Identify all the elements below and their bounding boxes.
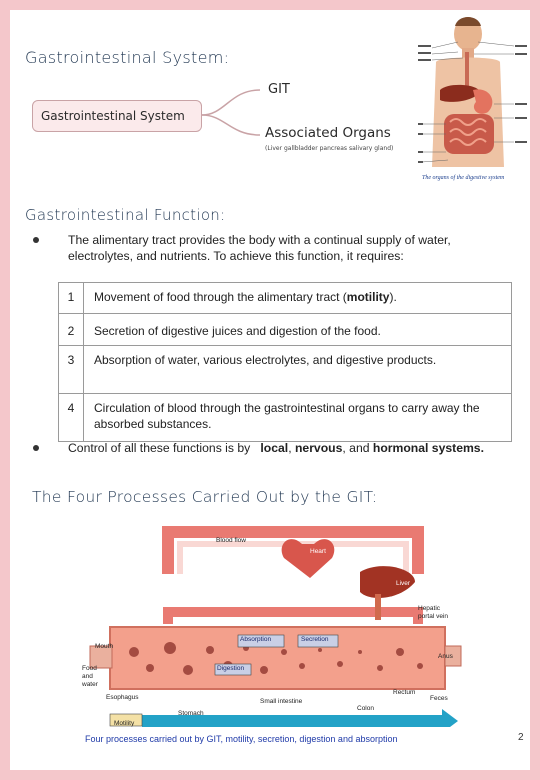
table-row: 3 Absorption of water, various electroly…	[58, 345, 512, 394]
mindmap-connectors	[201, 89, 261, 136]
label-digestion: Digestion	[217, 665, 245, 672]
heading-four-processes: The Four Processes Carried Out by the GI…	[32, 488, 378, 506]
row-number: 2	[58, 313, 84, 346]
diagram-caption: Four processes carried out by GIT, motil…	[85, 734, 398, 744]
label-feces: Feces	[430, 695, 448, 702]
label-heart: Heart	[310, 548, 326, 555]
function-table: 1 Movement of food through the alimentar…	[58, 282, 512, 442]
heading-gi-function: Gastrointestinal Function:	[25, 206, 226, 224]
bullet-dot-2	[33, 445, 39, 451]
page: Gastrointestinal System: Gastrointestina…	[10, 10, 530, 770]
figure-caption: The organs of the digestive system	[422, 175, 505, 181]
row-number: 1	[58, 282, 84, 314]
mindmap-branch-note: (Liver gallbladder pancreas salivary gla…	[265, 145, 394, 152]
label-esophagus: Esophagus	[106, 694, 139, 701]
bullet-dot-1	[33, 237, 39, 243]
table-row: 4 Circulation of blood through the gastr…	[58, 393, 512, 442]
label-hepatic-portal-vein: Hepatic portal vein	[418, 605, 448, 620]
bullet-text-1: The alimentary tract provides the body w…	[68, 233, 451, 263]
row-text: Secretion of digestive juices and digest…	[83, 313, 512, 346]
label-anus: Anus	[438, 653, 453, 660]
digestive-system-illustration	[418, 17, 527, 167]
label-mouth: Mouth	[95, 643, 114, 650]
mindmap-root: Gastrointestinal System	[32, 100, 202, 132]
row-text: Movement of food through the alimentary …	[83, 282, 512, 314]
label-liver: Liver	[396, 580, 411, 587]
label-stomach: Stomach	[178, 710, 204, 717]
label-absorption: Absorption	[240, 636, 272, 643]
label-secretion: Secretion	[301, 636, 329, 643]
table-row: 2 Secretion of digestive juices and dige…	[58, 313, 512, 346]
row-text: Circulation of blood through the gastroi…	[83, 393, 512, 442]
git-processes-diagram	[89, 526, 462, 727]
page-number: 2	[518, 732, 524, 743]
label-small-intestine: Small intestine	[260, 698, 303, 705]
table-row: 1 Movement of food through the alimentar…	[58, 282, 512, 314]
label-motility: Motility	[114, 720, 135, 727]
row-text: Absorption of water, various electrolyte…	[83, 345, 512, 394]
label-colon: Colon	[357, 705, 374, 712]
mindmap-root-label: Gastrointestinal System	[41, 109, 185, 123]
bullet-text-2: Control of all these functions is by loc…	[68, 441, 484, 455]
row-number: 3	[58, 345, 84, 394]
heading-gi-system: Gastrointestinal System:	[25, 48, 230, 67]
label-blood-flow: Blood flow	[216, 537, 246, 544]
mindmap-branch-associated-organs: Associated Organs	[265, 125, 391, 141]
label-food-and-water: Food and water	[82, 665, 98, 688]
row-number: 4	[58, 393, 84, 442]
mindmap-branch-git: GIT	[268, 82, 290, 97]
label-rectum: Rectum	[393, 689, 416, 696]
